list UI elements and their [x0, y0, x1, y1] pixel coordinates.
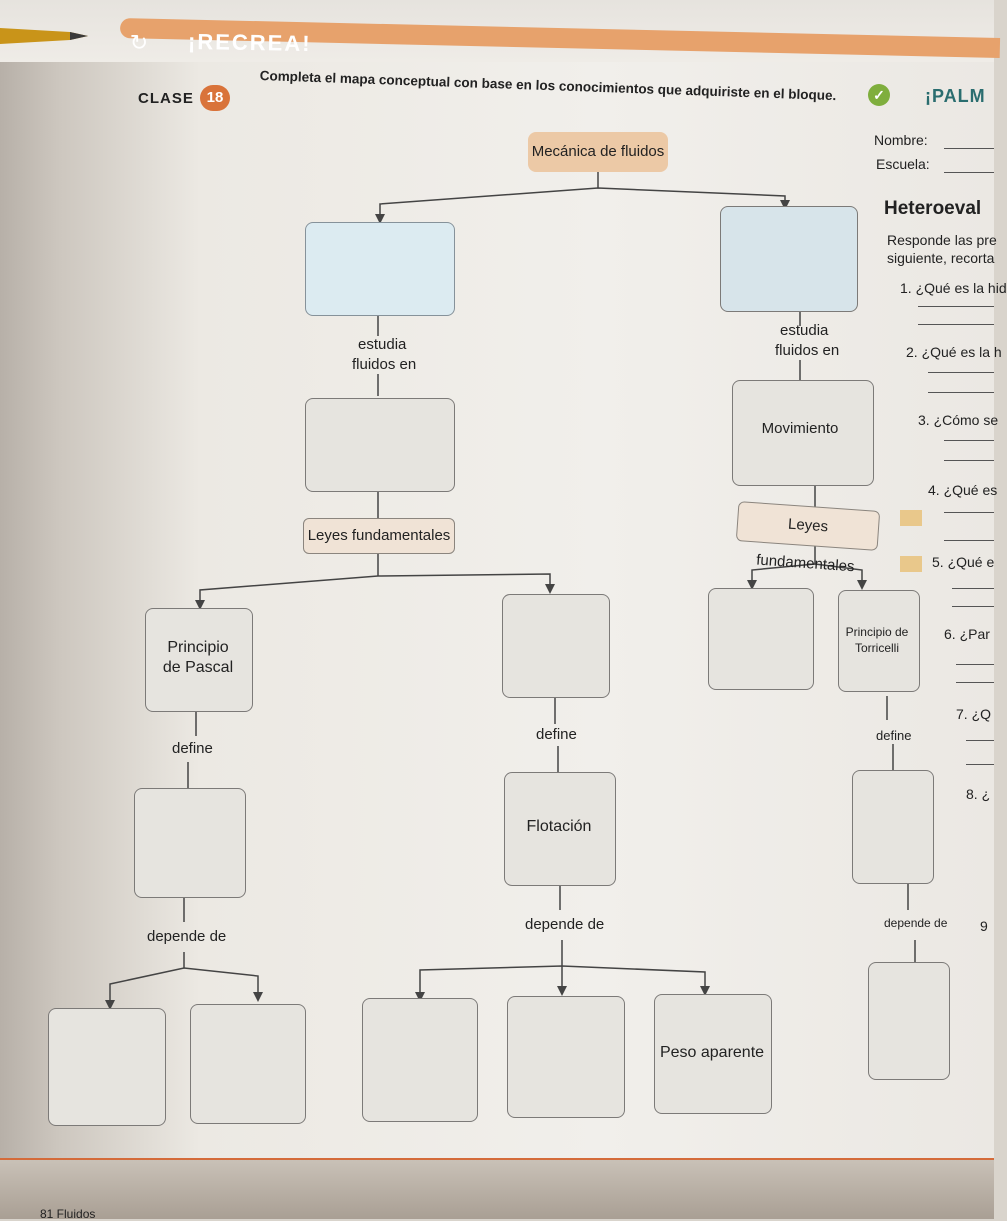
answer-line[interactable] [928, 392, 994, 393]
pascal-depends-label: depende de [147, 928, 227, 945]
nombre-label: Nombre: [874, 132, 928, 148]
torricelli-box [838, 590, 920, 692]
link-label-right-1: fluidos en [775, 342, 840, 359]
answer-line[interactable] [944, 460, 994, 461]
answer-line[interactable] [944, 512, 994, 513]
question-9: 9 [980, 918, 988, 934]
blank-box-right-2[interactable] [708, 588, 814, 690]
instructions-line-2: siguiente, recorta [887, 250, 995, 266]
middle-define-label: define [536, 726, 577, 743]
palm-badge: ¡PALM [925, 86, 986, 106]
peso-aparente-box [654, 994, 772, 1114]
answer-line[interactable] [956, 664, 994, 665]
link-label-right-1a: estudia [780, 322, 829, 339]
answer-line[interactable] [928, 372, 994, 373]
movimiento-box [732, 380, 874, 486]
pascal-box [145, 608, 253, 712]
pascal-define-label: define [172, 740, 213, 757]
torricelli-depends-label: depende de [884, 916, 948, 930]
flotacion-label: Flotación [526, 818, 592, 835]
link-label-left-1: fluidos en [352, 356, 417, 373]
blank-box-pascal-dep-2[interactable] [190, 1004, 306, 1124]
blank-box-torricelli-define[interactable] [852, 770, 934, 884]
escuela-label: Escuela: [876, 156, 930, 172]
pen-icon [0, 28, 88, 44]
answer-line[interactable] [956, 682, 994, 683]
question-1: 1. ¿Qué es la hid [900, 280, 1007, 296]
stripe-decoration [900, 510, 922, 526]
middle-depends-label: depende de [525, 916, 605, 933]
heteroeval-title: Heteroeval [884, 198, 982, 219]
answer-line[interactable] [966, 764, 994, 765]
nombre-line[interactable] [944, 148, 994, 149]
answer-line[interactable] [952, 606, 994, 607]
blank-box-pascal-define[interactable] [134, 788, 246, 898]
movimiento-label: Movimiento [761, 420, 839, 437]
torricelli-define-label: define [876, 728, 912, 743]
instructions-line-1: Responde las pre [887, 232, 997, 248]
pascal-label: Principio de Pascal [162, 639, 234, 676]
stripe-decoration [900, 556, 922, 572]
peso-aparente-label: Peso aparente [659, 1044, 765, 1061]
escuela-line[interactable] [944, 172, 994, 173]
blank-box-middle[interactable] [502, 594, 610, 698]
blank-box-pascal-dep-1[interactable] [48, 1008, 166, 1126]
blank-box-middle-dep-1[interactable] [362, 998, 478, 1122]
answer-line[interactable] [918, 306, 994, 307]
table-shadow [0, 1160, 994, 1219]
blank-box-left-1[interactable] [305, 222, 455, 316]
link-label-left-1a: estudia [358, 336, 407, 353]
refresh-icon: ↻ [129, 30, 149, 55]
answer-line[interactable] [944, 440, 994, 441]
flotacion-box [504, 772, 616, 886]
answer-line[interactable] [952, 588, 994, 589]
answer-line[interactable] [918, 324, 994, 325]
blank-box-left-2[interactable] [305, 398, 455, 492]
bottom-rule [0, 1158, 994, 1161]
torricelli-label: Principio de Torricelli [845, 625, 909, 655]
blank-box-middle-dep-2[interactable] [507, 996, 625, 1118]
laws-left: Leyes fundamentales [303, 518, 455, 554]
root-concept: Mecánica de fluidos [528, 132, 668, 172]
blank-box-right-1[interactable] [720, 206, 858, 312]
question-6: 6. ¿Par [944, 626, 990, 642]
check-icon: ✓ [868, 84, 890, 106]
question-8: 8. ¿ [966, 786, 991, 802]
page-footer: 81 Fluidos [40, 1207, 96, 1221]
question-2: 2. ¿Qué es la h [906, 344, 1002, 360]
clase-label: CLASE [138, 90, 194, 107]
question-3: 3. ¿Cómo se [918, 412, 999, 428]
answer-line[interactable] [944, 540, 994, 541]
question-5: 5. ¿Qué e [932, 554, 995, 570]
blank-box-torricelli-dep[interactable] [868, 962, 950, 1080]
clase-number-badge: 18 [200, 85, 230, 111]
question-7: 7. ¿Q [956, 706, 992, 722]
question-4: 4. ¿Qué es [928, 482, 998, 498]
answer-line[interactable] [966, 740, 994, 741]
